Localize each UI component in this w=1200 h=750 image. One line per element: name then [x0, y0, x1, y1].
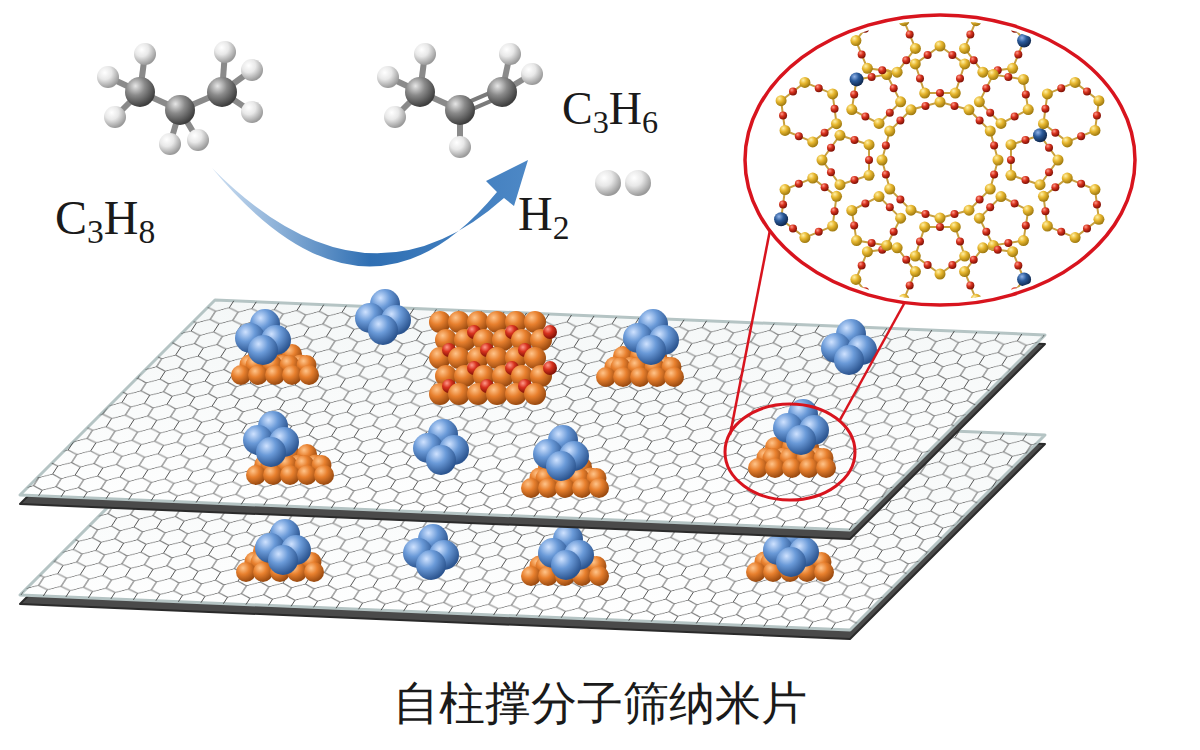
cluster-blue	[533, 425, 589, 481]
product-formula: C3H6	[562, 84, 658, 135]
product-formula: H2	[518, 188, 569, 241]
cluster-blue	[255, 519, 311, 575]
zeolite-framework	[774, 11, 1104, 308]
metal-cluster	[746, 541, 834, 582]
cluster-blue	[538, 524, 594, 580]
molecule	[377, 43, 543, 158]
cluster-blue	[773, 399, 829, 455]
metal-cluster	[521, 545, 609, 586]
figure-caption: 自柱撑分子筛纳米片	[0, 678, 1200, 729]
reaction-arrow	[212, 160, 528, 266]
nanosheet	[20, 300, 1045, 539]
pillar-cluster	[429, 311, 557, 405]
hydrogen-molecule	[595, 170, 651, 196]
cluster-blue	[355, 289, 411, 345]
reactant-formula: C3H8	[55, 192, 155, 245]
cluster-blue	[623, 309, 679, 365]
cluster-blue	[243, 411, 299, 467]
molecule	[97, 41, 263, 155]
metal-cluster	[236, 541, 324, 582]
cluster-blue	[403, 524, 459, 580]
cluster-blue	[235, 309, 291, 365]
zoom-callout	[725, 11, 1135, 500]
cluster-blue	[413, 419, 469, 475]
